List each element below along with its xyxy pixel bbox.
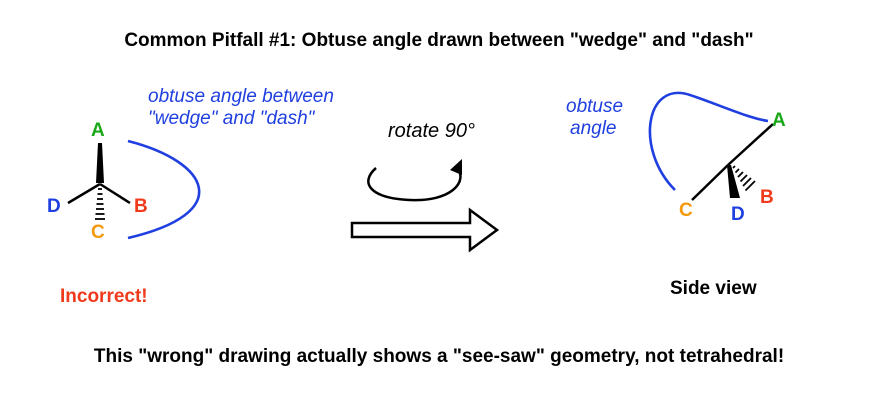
right-bond-a (727, 123, 774, 166)
incorrect-verdict: Incorrect! (60, 286, 148, 307)
left-atom-b: B (134, 196, 148, 217)
right-dash-bond-b (732, 165, 756, 192)
right-atom-b: B (760, 187, 774, 208)
rotate-label: rotate 90° (388, 120, 475, 142)
left-dash-bond-c (95, 188, 105, 220)
right-note-line1: obtuse (566, 96, 624, 117)
diagram-title: Common Pitfall #1: Obtuse angle drawn be… (124, 30, 754, 51)
left-atom-c: C (91, 222, 105, 243)
right-obtuse-arc (648, 91, 769, 191)
right-wedge-bond-d (727, 165, 740, 198)
left-atom-d: D (47, 196, 61, 217)
left-atom-a: A (91, 120, 105, 141)
left-bond-b (99, 182, 131, 205)
right-atom-a: A (772, 110, 786, 131)
transform-arrow (350, 207, 500, 253)
rotate-loop-arrow (367, 165, 462, 202)
bottom-note: This "wrong" drawing actually shows a "s… (93, 346, 785, 367)
left-wedge-bond-a (96, 143, 104, 183)
right-atom-c: C (679, 200, 693, 221)
left-bond-d (67, 182, 101, 205)
rotate-arrowhead (450, 159, 462, 175)
right-bond-c (691, 164, 729, 201)
right-note-line2: angle (570, 118, 617, 139)
left-note-line2: "wedge" and "dash" (148, 108, 315, 129)
right-atom-d: D (731, 204, 745, 225)
side-view-caption: Side view (670, 278, 757, 299)
left-note-line1: obtuse angle between (148, 86, 334, 107)
left-obtuse-arc (127, 139, 201, 240)
